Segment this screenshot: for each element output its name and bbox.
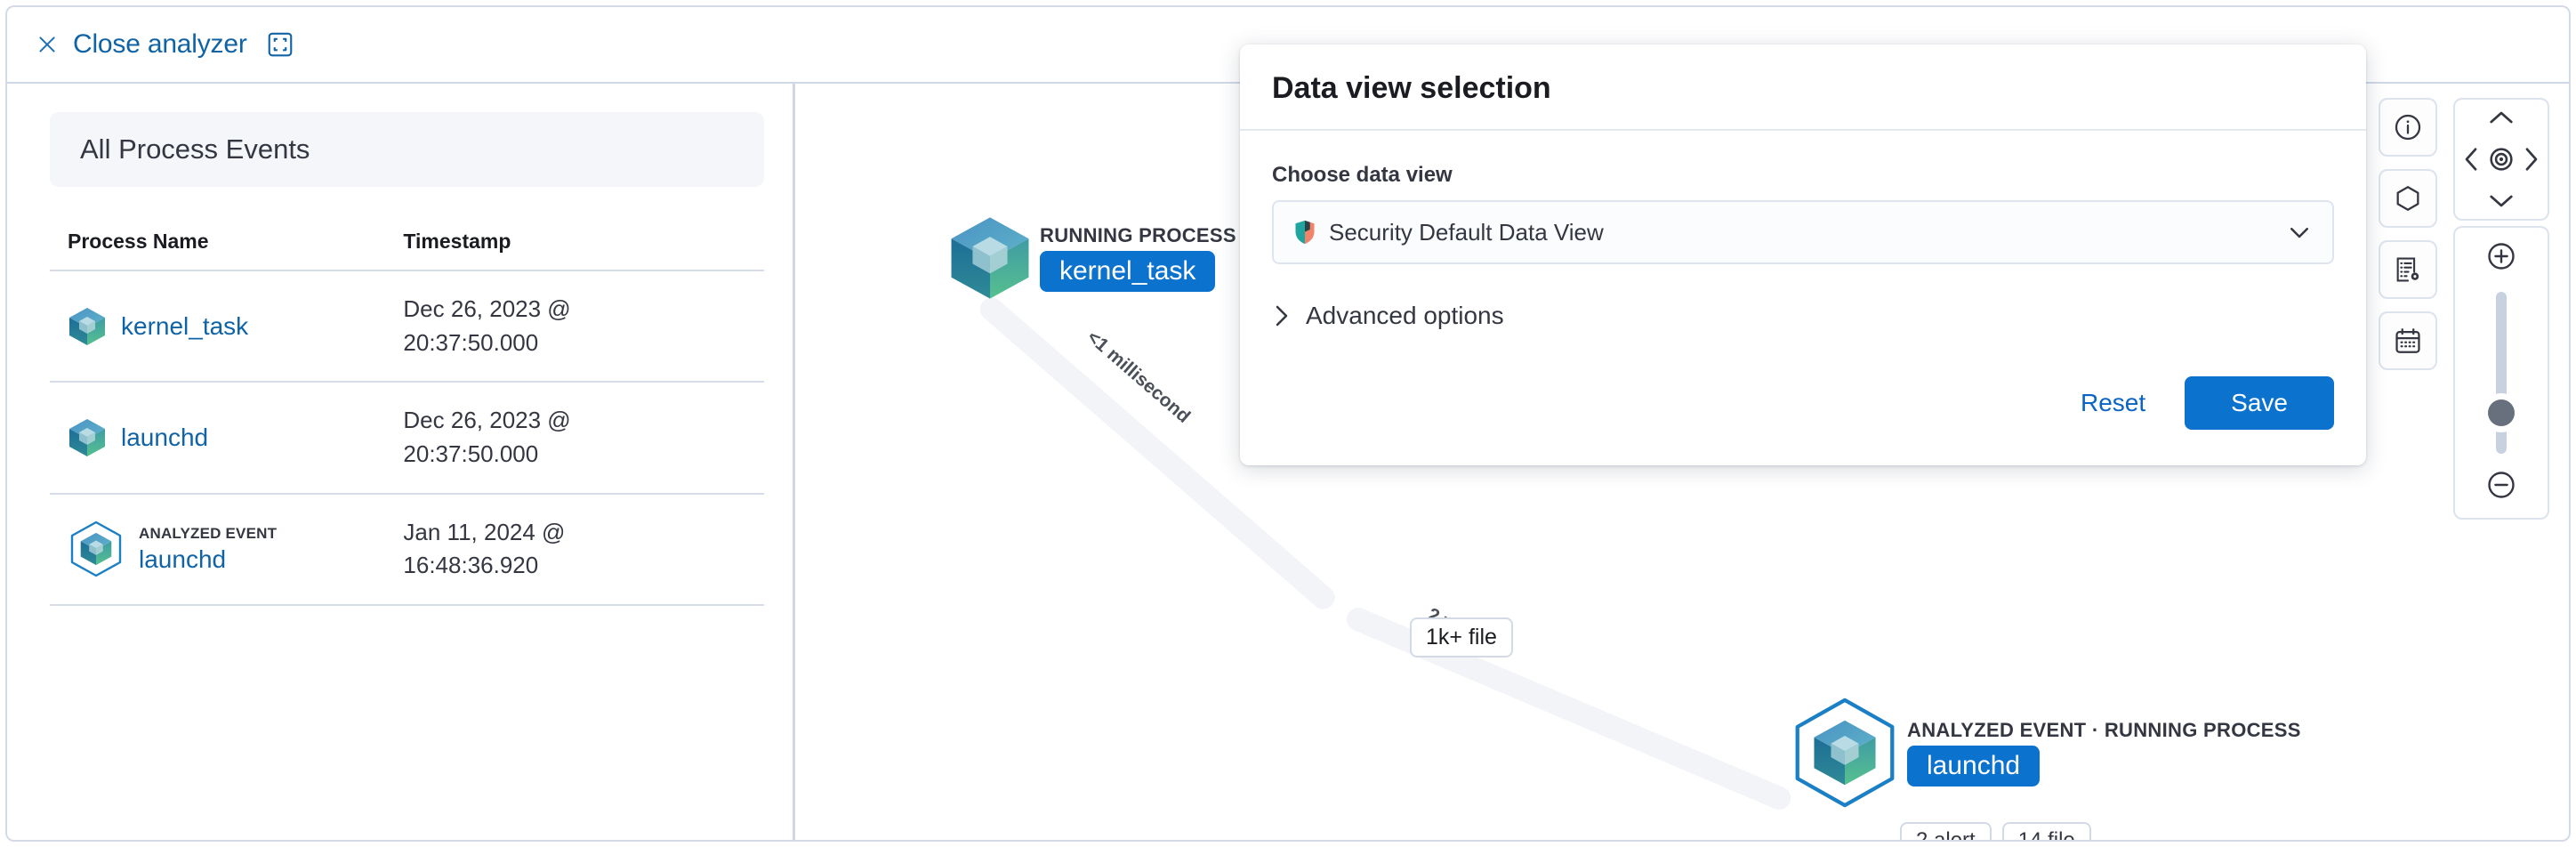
modal-body: Choose data view Security Default Data V… <box>1240 131 2366 339</box>
timestamp-date: Dec 26, 2023 @ <box>403 295 571 322</box>
zoom-control[interactable] <box>2453 226 2549 520</box>
process-cube-icon <box>69 307 105 345</box>
chevron-up-icon[interactable] <box>2488 109 2515 126</box>
table-row[interactable]: ANALYZED EVENT launchd Jan 11, 2024 @ 16… <box>50 493 764 607</box>
modal-title: Data view selection <box>1272 71 1551 105</box>
node-name-pill[interactable]: launchd <box>1907 746 2041 786</box>
graph-toolbar-right <box>2453 98 2549 520</box>
timestamp-date: Jan 11, 2024 @ <box>403 518 566 545</box>
process-cube-icon <box>69 419 105 457</box>
modal-header: Data view selection <box>1240 44 2366 131</box>
process-name-link[interactable]: launchd <box>139 544 227 573</box>
process-name-link[interactable]: kernel_task <box>121 311 249 340</box>
close-analyzer-button[interactable]: Close analyzer <box>73 29 247 59</box>
timestamp-time: 20:37:50.000 <box>403 440 539 468</box>
process-name-link[interactable]: launchd <box>121 424 209 452</box>
process-name-cell: ANALYZED EVENT launchd <box>50 493 386 607</box>
save-button[interactable]: Save <box>2185 376 2334 430</box>
node-kicker: ANALYZED EVENT · RUNNING PROCESS <box>1907 719 2301 741</box>
chevron-right-icon[interactable] <box>2523 146 2540 173</box>
panel-title-box: All Process Events <box>50 112 764 187</box>
table-header-row: Process Name Timestamp <box>50 214 764 271</box>
advanced-options-label: Advanced options <box>1306 302 1504 329</box>
timestamp-time: 20:37:50.000 <box>403 328 539 356</box>
table-row[interactable]: kernel_task Dec 26, 2023 @ 20:37:50.000 <box>50 270 764 383</box>
node-badge-row: 2 alert 14 file <box>1900 822 2301 840</box>
list-settings-icon[interactable] <box>2379 240 2437 299</box>
security-shield-icon <box>1295 220 1315 245</box>
column-header-timestamp: Timestamp <box>385 214 764 271</box>
file-count-badge[interactable]: 14 file <box>2001 822 2091 840</box>
hexagon-icon[interactable] <box>2379 169 2437 228</box>
graph-node-launchd[interactable]: ANALYZED EVENT · RUNNING PROCESS launchd <box>1790 696 2301 810</box>
timestamp-time: 16:48:36.920 <box>403 552 539 579</box>
calendar-icon[interactable] <box>2379 311 2437 370</box>
chevron-right-icon <box>1276 305 1288 327</box>
process-cube-icon <box>951 217 1029 299</box>
data-view-selection-modal: Data view selection Choose data view Sec… <box>1240 44 2366 465</box>
center-target-icon[interactable] <box>2486 144 2516 174</box>
process-cube-icon <box>1814 720 1876 786</box>
process-events-table: Process Name Timestamp <box>50 214 764 607</box>
table-row[interactable]: launchd Dec 26, 2023 @ 20:37:50.000 <box>50 382 764 495</box>
data-view-select[interactable]: Security Default Data View <box>1272 200 2334 264</box>
app-frame: Close analyzer All Process Events P <box>5 5 2571 842</box>
process-cube-icon <box>80 533 112 566</box>
analyzed-event-hexagon-icon <box>68 520 125 578</box>
chevron-left-icon[interactable] <box>2462 146 2480 173</box>
analyzed-event-tag: ANALYZED EVENT <box>139 525 278 543</box>
graph-toolbar-left <box>2379 98 2437 370</box>
timestamp-cell: Jan 11, 2024 @ 16:48:36.920 <box>385 493 764 607</box>
data-view-select-value: Security Default Data View <box>1329 218 1604 246</box>
process-name-cell: launchd <box>50 382 386 495</box>
advanced-options-toggle[interactable]: Advanced options <box>1272 302 2334 330</box>
chevron-down-icon[interactable] <box>2488 192 2515 210</box>
modal-footer: Reset Save <box>1240 339 2366 465</box>
timestamp-cell: Dec 26, 2023 @ 20:37:50.000 <box>385 382 764 495</box>
pan-control[interactable] <box>2453 98 2549 221</box>
process-name-cell: kernel_task <box>50 270 386 383</box>
close-x-icon[interactable] <box>34 31 60 58</box>
chevron-down-icon[interactable] <box>2286 219 2313 246</box>
page-title: All Process Events <box>80 133 310 165</box>
minus-circle-icon[interactable] <box>2485 469 2517 505</box>
alert-count-badge[interactable]: 2 alert <box>1900 822 1992 840</box>
zoom-slider-thumb[interactable] <box>2482 393 2521 432</box>
node-name-pill[interactable]: kernel_task <box>1040 251 1216 292</box>
process-events-panel: All Process Events Process Name Timestam… <box>7 84 795 840</box>
plus-circle-icon[interactable] <box>2485 240 2517 277</box>
choose-data-view-label: Choose data view <box>1272 163 1453 187</box>
file-count-badge[interactable]: 1k+ file <box>1410 617 1513 657</box>
timestamp-date: Dec 26, 2023 @ <box>403 407 571 434</box>
graph-node-launchd-group: ANALYZED EVENT · RUNNING PROCESS launchd… <box>1790 696 2301 840</box>
node-kicker: RUNNING PROCESS <box>1040 224 1236 246</box>
column-header-process-name: Process Name <box>50 214 386 271</box>
fullscreen-expand-icon[interactable] <box>265 29 295 60</box>
analyzed-event-hexagon-icon <box>1790 696 1900 810</box>
reset-button[interactable]: Reset <box>2066 380 2160 426</box>
timestamp-cell: Dec 26, 2023 @ 20:37:50.000 <box>385 270 764 383</box>
graph-node-kernel-task[interactable]: RUNNING PROCESS kernel_task <box>947 214 1236 302</box>
info-circle-icon[interactable] <box>2379 98 2437 157</box>
